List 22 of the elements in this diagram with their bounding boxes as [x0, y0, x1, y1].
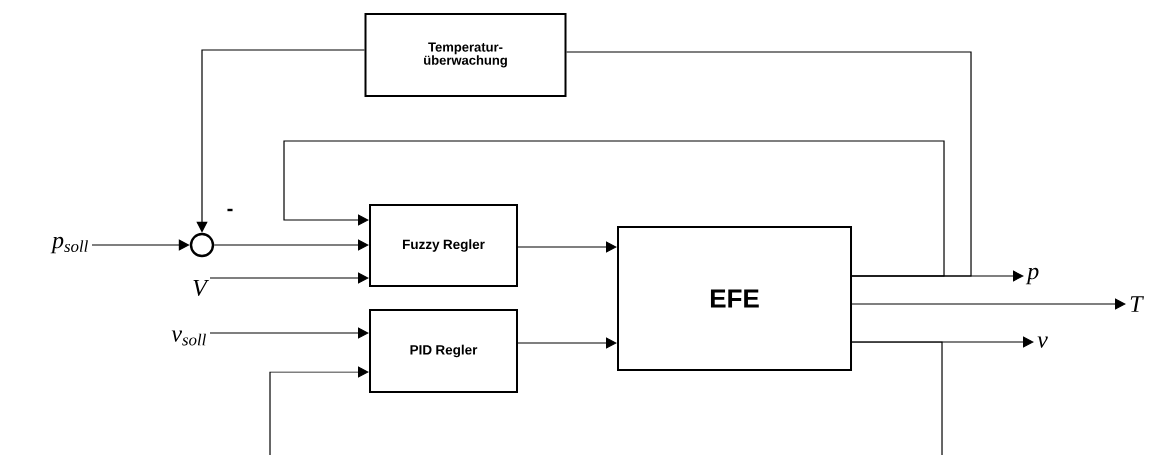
- arrow: [269, 366, 369, 455]
- block: PID Regler: [369, 309, 518, 393]
- sign-label: -: [227, 208, 233, 212]
- signal-label: p$_{soll}$: [50, 236, 88, 254]
- arrow: [517, 241, 617, 253]
- summing-point: [189, 232, 215, 258]
- block: EFE: [617, 226, 852, 371]
- arrow: [91, 239, 190, 251]
- signal-label: v: [1037, 336, 1048, 348]
- signal-label: v$_{soll}$: [171, 330, 206, 346]
- arrow: [196, 49, 366, 233]
- signal-label: T: [1130, 296, 1144, 312]
- arrow: [209, 272, 369, 284]
- arrow: [517, 337, 617, 349]
- signal-label: p: [1025, 267, 1039, 285]
- arrow: [209, 327, 369, 339]
- arrow: [851, 298, 1126, 310]
- arrow: [283, 140, 945, 277]
- block: Fuzzy Regler: [369, 204, 518, 287]
- block: Temperatur- überwachung: [364, 13, 567, 97]
- signal-label: V: [193, 279, 210, 297]
- arrow: [213, 239, 369, 251]
